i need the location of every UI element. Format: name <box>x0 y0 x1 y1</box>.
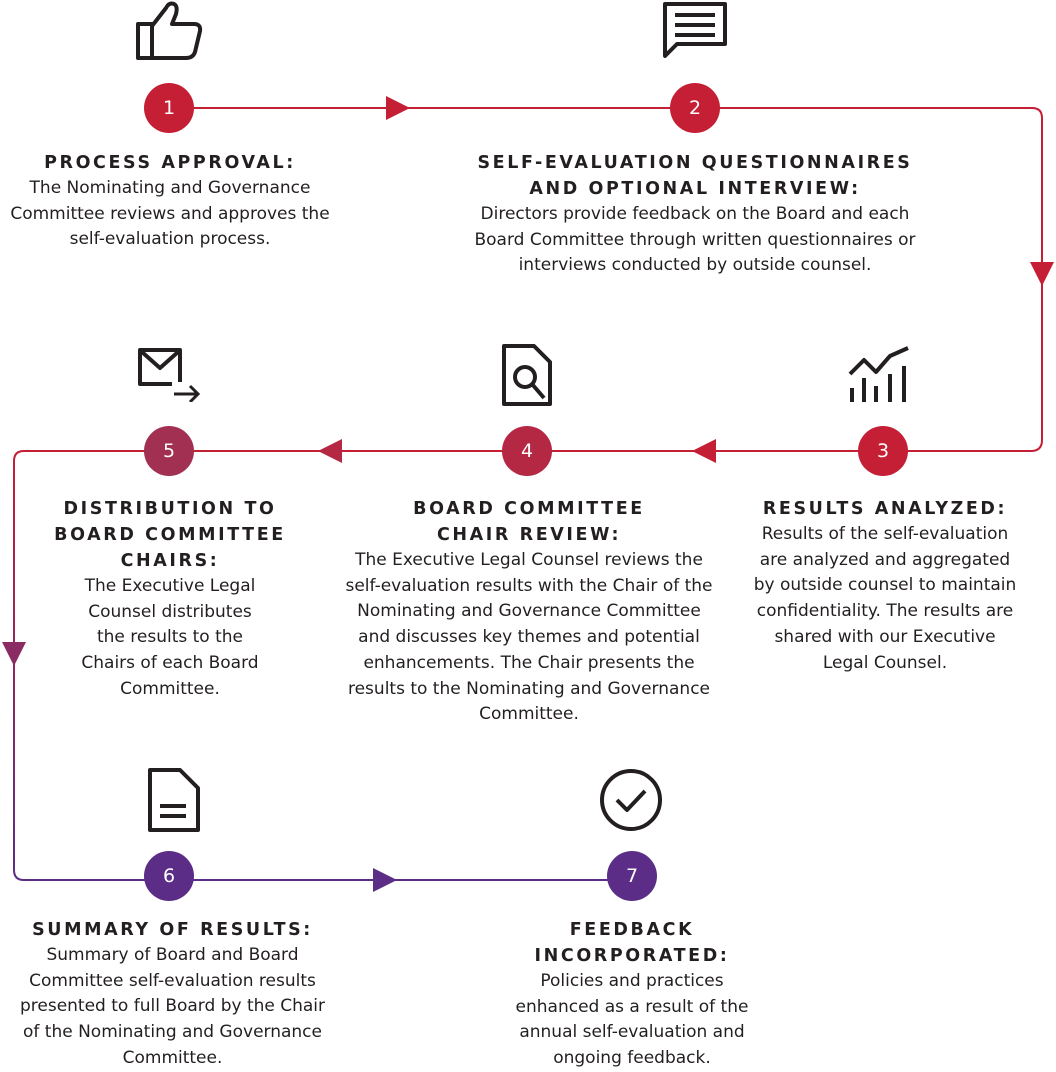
document-summary-icon <box>148 768 200 832</box>
arrow-down-2 <box>1030 262 1054 286</box>
check-circle-icon <box>600 769 662 831</box>
step-2-description: Directors provide feedback on the Board … <box>474 204 916 276</box>
step-1-text: PROCESS APPROVAL: The Nominating and Gov… <box>10 150 330 253</box>
step-1-title: PROCESS APPROVAL: <box>44 153 296 173</box>
step-6-text: SUMMARY OF RESULTS: Summary of Board and… <box>10 917 335 1072</box>
step-2-title: SELF-EVALUATION QUESTIONNAIRES AND OPTIO… <box>477 153 913 199</box>
step-7-description: Policies and practices enhanced as a res… <box>515 971 749 1069</box>
step-7-text: FEEDBACK INCORPORATED: Policies and prac… <box>498 917 766 1072</box>
step-3-text: RESULTS ANALYZED: Results of the self-ev… <box>750 496 1020 676</box>
step-6-number: 6 <box>144 851 194 901</box>
step-1-number: 1 <box>144 83 194 133</box>
step-1-description: The Nominating and Governance Committee … <box>10 178 330 250</box>
step-3-number: 3 <box>858 426 908 476</box>
step-6-description: Summary of Board and Board Committee sel… <box>19 945 326 1068</box>
arrow-left-4 <box>318 439 342 463</box>
arrow-left-3 <box>692 439 716 463</box>
step-5-title: DISTRIBUTION TO BOARD COMMITTEE CHAIRS: <box>54 499 286 571</box>
step-5-text: DISTRIBUTION TO BOARD COMMITTEE CHAIRS: … <box>52 496 288 703</box>
document-search-icon <box>502 344 552 406</box>
step-3-title: RESULTS ANALYZED: <box>762 499 1008 519</box>
step-6-title: SUMMARY OF RESULTS: <box>32 920 313 940</box>
mail-forward-icon <box>138 348 201 402</box>
step-2-text: SELF-EVALUATION QUESTIONNAIRES AND OPTIO… <box>455 150 935 279</box>
step-4-text: BOARD COMMITTEE CHAIR REVIEW: The Execut… <box>340 496 718 728</box>
analytics-chart-icon <box>848 346 909 402</box>
step-4-title: BOARD COMMITTEE CHAIR REVIEW: <box>413 499 645 545</box>
step-4-number: 4 <box>502 426 552 476</box>
step-7-title: FEEDBACK INCORPORATED: <box>534 920 730 966</box>
step-3-description: Results of the self-evaluation are analy… <box>753 524 1017 673</box>
arrow-down-5 <box>2 642 26 666</box>
step-5-number: 5 <box>144 426 194 476</box>
step-5-description: The Executive Legal Counsel distributes … <box>81 576 259 699</box>
step-7-number: 7 <box>607 851 657 901</box>
step-2-number: 2 <box>670 83 720 133</box>
arrow-right-6 <box>373 868 397 892</box>
arrow-right-1 <box>386 96 410 120</box>
chat-message-icon <box>663 2 727 58</box>
step-4-description: The Executive Legal Counsel reviews the … <box>345 550 713 725</box>
thumbs-up-icon <box>136 1 203 60</box>
